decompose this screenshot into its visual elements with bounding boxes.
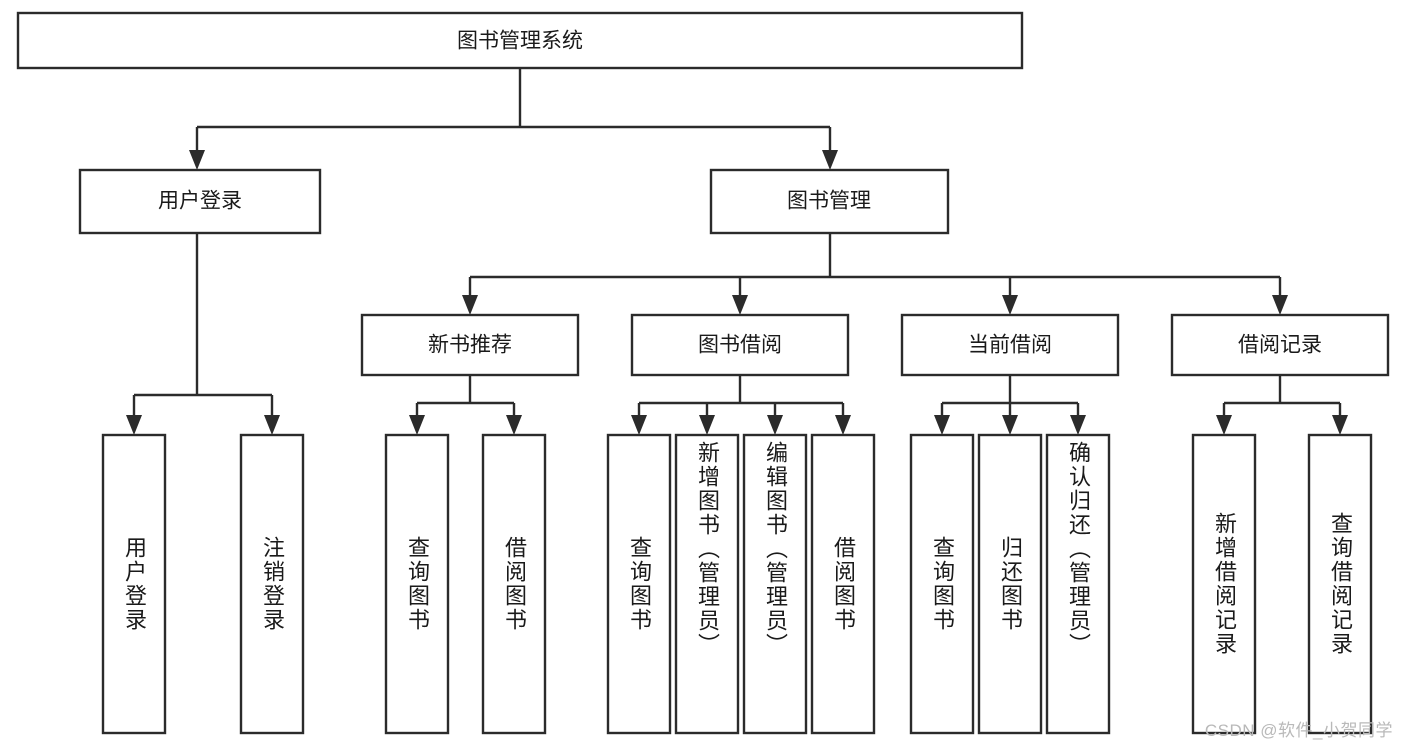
- node-user-login-label: 用户登录: [158, 190, 242, 213]
- leaf-box-current-borrow-2[interactable]: [977, 433, 1043, 735]
- arrow-head-bb-4: [835, 415, 851, 435]
- arrow-head-nb-2: [506, 415, 522, 435]
- connector-group-user-login-to-leaves: [126, 233, 280, 435]
- node-book-management[interactable]: 图书管理: [709, 168, 950, 235]
- arrow-head-br-2: [1332, 415, 1348, 435]
- node-new-book-recommend[interactable]: 新书推荐: [360, 313, 580, 377]
- node-new-book-recommend-box[interactable]: [360, 313, 580, 377]
- leaf-box-user-login-2[interactable]: [239, 433, 305, 735]
- leaf-box-book-borrow-2[interactable]: [674, 433, 740, 735]
- arrow-head-bb-2: [699, 415, 715, 435]
- node-new-book-recommend-label: 新书推荐: [428, 334, 512, 357]
- arrow-head-cb-1: [934, 415, 950, 435]
- node-borrow-record-box[interactable]: [1170, 313, 1390, 377]
- node-root[interactable]: 图书管理系统: [16, 11, 1024, 70]
- node-book-borrow[interactable]: 图书借阅: [630, 313, 850, 377]
- arrow-head-l3-4: [1272, 295, 1288, 315]
- node-book-management-label: 图书管理: [787, 190, 871, 213]
- node-book-management-box[interactable]: [709, 168, 950, 235]
- node-user-login-box[interactable]: [78, 168, 322, 235]
- connector-group-new-book-to-leaves: [409, 375, 522, 435]
- node-borrow-record[interactable]: 借阅记录: [1170, 313, 1390, 377]
- arrow-head-bb-1: [631, 415, 647, 435]
- node-current-borrow[interactable]: 当前借阅: [900, 313, 1120, 377]
- node-root-box[interactable]: [16, 11, 1024, 70]
- node-current-borrow-label: 当前借阅: [968, 334, 1052, 357]
- arrow-head-bb-3: [767, 415, 783, 435]
- connector-group-book-borrow-to-leaves: [631, 375, 851, 435]
- leaf-box-current-borrow-1[interactable]: [909, 433, 975, 735]
- arrow-head-user-login: [189, 150, 205, 170]
- leaf-box-new-book-1[interactable]: [384, 433, 450, 735]
- leaf-box-borrow-record-1[interactable]: [1191, 433, 1257, 735]
- arrow-head-l3-2: [732, 295, 748, 315]
- leaf-box-book-borrow-4[interactable]: [810, 433, 876, 735]
- arrow-head-l3-1: [462, 295, 478, 315]
- arrow-head-cb-3: [1070, 415, 1086, 435]
- node-book-borrow-label: 图书借阅: [698, 334, 782, 357]
- connector-group-current-borrow-to-leaves: [934, 375, 1086, 435]
- leaf-box-user-login-1[interactable]: [101, 433, 167, 735]
- node-borrow-record-label: 借阅记录: [1238, 334, 1322, 357]
- leaf-box-new-book-2[interactable]: [481, 433, 547, 735]
- connector-group-root-to-level2: [189, 68, 838, 170]
- leaf-box-book-borrow-1[interactable]: [606, 433, 672, 735]
- connector-group-book-mgmt-to-level3: [462, 233, 1288, 315]
- arrow-head-ul-2: [264, 415, 280, 435]
- node-book-borrow-box[interactable]: [630, 313, 850, 377]
- node-root-label: 图书管理系统: [457, 30, 583, 53]
- arrow-head-book-mgmt: [822, 150, 838, 170]
- leaf-box-book-borrow-3[interactable]: [742, 433, 808, 735]
- leaf-box-current-borrow-3[interactable]: [1045, 433, 1111, 735]
- arrow-head-cb-2: [1002, 415, 1018, 435]
- node-user-login[interactable]: 用户登录: [78, 168, 322, 235]
- arrow-head-nb-1: [409, 415, 425, 435]
- csdn-watermark: CSDN @软件_小贺同学: [1204, 721, 1393, 740]
- arrow-head-l3-3: [1002, 295, 1018, 315]
- arrow-head-br-1: [1216, 415, 1232, 435]
- connector-group-borrow-record-to-leaves: [1216, 375, 1348, 435]
- node-current-borrow-box[interactable]: [900, 313, 1120, 377]
- arrow-head-ul-1: [126, 415, 142, 435]
- leaf-box-borrow-record-2[interactable]: [1307, 433, 1373, 735]
